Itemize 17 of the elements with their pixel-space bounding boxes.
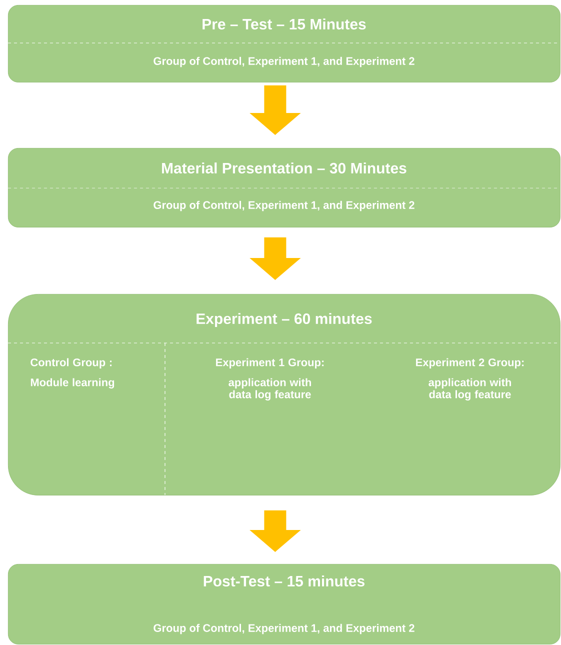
box-subtitle: Group of Control, Experiment 1, and Experiment 2 — [154, 624, 414, 634]
process-box — [8, 148, 560, 228]
process-box — [8, 5, 560, 82]
box-subtitle: Group of Control, Experiment 1, and Experiment 2 — [154, 200, 414, 212]
process-box — [8, 564, 560, 644]
box-title: Material Presentation – 30 Minutes — [162, 162, 406, 174]
box-title: Post-Test – 15 minutes — [204, 576, 364, 586]
group-heading: Experiment 2 Group: — [416, 358, 524, 368]
process-box — [8, 294, 560, 496]
group-text: Module learning — [30, 378, 114, 388]
box-title: Pre – Test – 15 Minutes — [202, 18, 366, 30]
group-text: application with data log feature — [428, 378, 511, 400]
box-title: Experiment – 60 minutes — [196, 313, 372, 327]
group-heading: Experiment 1 Group: — [216, 358, 324, 368]
group-heading: Control Group : — [30, 358, 112, 368]
group-text: application with data log feature — [228, 378, 311, 400]
box-subtitle: Group of Control, Experiment 1, and Experiment 2 — [154, 56, 414, 68]
